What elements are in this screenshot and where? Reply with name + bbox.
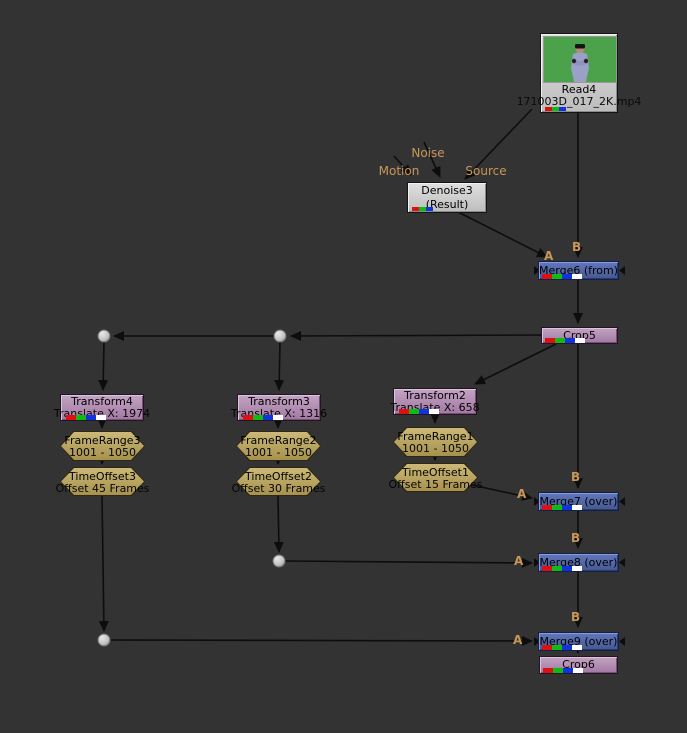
node-transform4[interactable]: Transform4 Translate X: 1974: [54, 394, 150, 421]
channel-bars-icon: [542, 505, 582, 510]
node-crop5[interactable]: Crop5: [541, 327, 618, 344]
hexagon-node-body: [236, 467, 321, 496]
denoise-input-label-noise: Noise: [411, 146, 445, 160]
framerange1-label: 1001 - 1050: [402, 442, 469, 455]
node-timeoffset1[interactable]: TimeOffset1 Offset 15 Frames: [388, 463, 483, 492]
elbow-dot[interactable]: [97, 329, 111, 343]
channel-bars-icon: [542, 645, 582, 650]
node-title: TimeOffset1: [402, 466, 469, 479]
hexagon-node-body: [60, 467, 145, 496]
hexagon-node-body: [236, 431, 321, 461]
channel-bars-icon: [542, 566, 582, 571]
node-framerange3[interactable]: FrameRange3 1001 - 1050: [60, 431, 145, 461]
denoise-input-label-motion: Motion: [378, 164, 420, 178]
node-title: Transform3: [248, 395, 310, 408]
wires: [97, 108, 583, 654]
framerange3-label: 1001 - 1050: [69, 446, 136, 459]
node-title: Transform4: [71, 395, 133, 408]
node-title: Merge9 (over): [539, 635, 618, 648]
node-merge9[interactable]: Merge9 (over): [538, 632, 619, 651]
node-merge8[interactable]: Merge8 (over): [538, 553, 619, 572]
node-title: FrameRange3: [64, 434, 141, 447]
hexagon-node-body: [60, 431, 145, 461]
node-title: Merge7 (over): [539, 495, 618, 508]
node-title: Denoise3: [421, 184, 473, 197]
port-label-a: A: [513, 633, 523, 647]
port-label-b: B: [571, 531, 581, 545]
node-title: Transform2: [404, 389, 466, 402]
node-transform3[interactable]: Transform3 Translate X: 1316: [231, 394, 327, 421]
port-label-a: A: [517, 487, 527, 501]
port-label-b: B: [571, 610, 581, 624]
node-timeoffset2[interactable]: TimeOffset2 Offset 30 Frames: [231, 467, 326, 496]
side-input-arrows: [534, 266, 625, 646]
node-merge7[interactable]: Merge7 (over): [538, 492, 619, 511]
node-framerange1[interactable]: FrameRange1 1001 - 1050: [393, 427, 478, 457]
node-framerange2[interactable]: FrameRange2 1001 - 1050: [236, 431, 321, 461]
node-title: FrameRange2: [240, 434, 317, 447]
node-transform2[interactable]: Transform2 Translate X: 658: [390, 388, 480, 415]
channel-bars-icon: [243, 415, 283, 420]
greenscreen-person-image: [544, 37, 616, 82]
port-label-b: B: [572, 240, 582, 254]
elbow-dot[interactable]: [272, 554, 286, 568]
read4-thumbnail: [543, 36, 617, 83]
node-title: FrameRange1: [397, 430, 474, 443]
read4-filename: 171003D_017_2K.mp4: [516, 95, 642, 108]
elbow-dot[interactable]: [97, 633, 111, 647]
node-title: Merge8 (over): [539, 556, 618, 569]
elbow-dot[interactable]: [273, 329, 287, 343]
channel-bars-icon: [543, 668, 583, 673]
node-merge6[interactable]: Merge6 (from): [538, 261, 619, 280]
port-label-a: A: [544, 249, 554, 263]
port-label-b: B: [571, 470, 581, 484]
port-label-a: A: [514, 554, 524, 568]
hexagon-node-body: [393, 463, 478, 492]
node-crop6[interactable]: Crop6: [539, 656, 618, 674]
node-title: Crop6: [562, 658, 595, 671]
node-title: TimeOffset3: [69, 470, 136, 483]
hexagon-node-body: [393, 427, 478, 457]
node-denoise3[interactable]: Denoise3 (Result): [407, 182, 487, 213]
node-subtitle: (Result): [425, 198, 469, 211]
channel-bars-icon: [66, 415, 106, 420]
node-title: Merge6 (from): [539, 264, 619, 277]
timeoffset3-label: Offset 45 Frames: [55, 482, 150, 495]
channel-bars-icon: [545, 338, 585, 343]
timeoffset1-label: Offset 15 Frames: [388, 478, 483, 491]
node-title: Read4: [561, 83, 597, 96]
timeoffset2-label: Offset 30 Frames: [231, 482, 326, 495]
channel-bars-icon: [545, 107, 566, 111]
framerange2-label: 1001 - 1050: [245, 446, 312, 459]
node-read4[interactable]: Read4 171003D_017_2K.mp4: [517, 33, 641, 113]
channel-bars-icon: [399, 409, 439, 414]
denoise-input-label-source: Source: [465, 164, 507, 178]
channel-bars-icon: [412, 207, 433, 211]
channel-bars-icon: [542, 274, 582, 279]
node-title: TimeOffset2: [245, 470, 312, 483]
node-timeoffset3[interactable]: TimeOffset3 Offset 45 Frames: [55, 467, 150, 496]
